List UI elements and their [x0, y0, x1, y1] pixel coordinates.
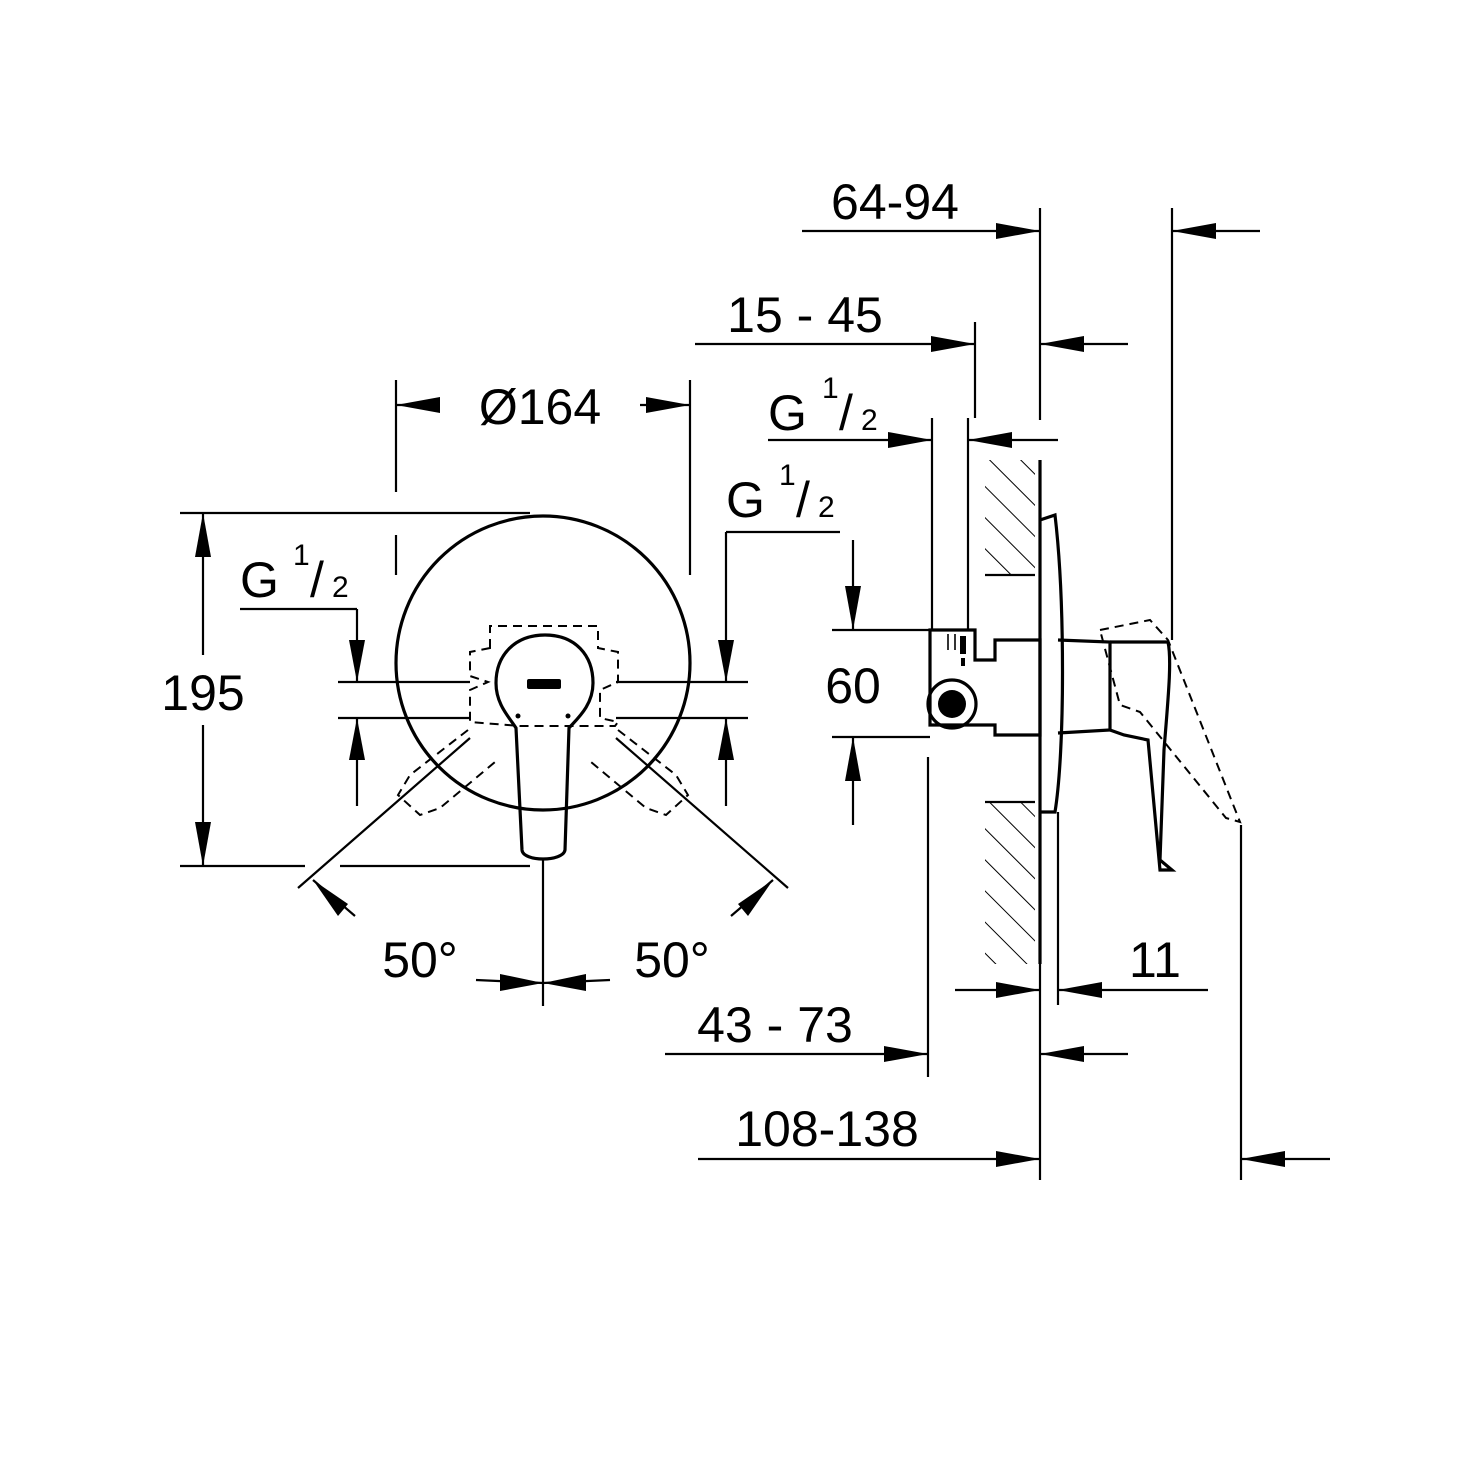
g-num: 1 — [293, 539, 310, 572]
thread-left: G 1 / 2 — [240, 539, 470, 806]
g-slash: / — [796, 472, 810, 528]
inlet-spacing-label: 60 — [825, 658, 881, 714]
g-num: 1 — [779, 459, 796, 492]
depth-15-45-label: 15 - 45 — [727, 287, 883, 343]
dim-60: 60 — [825, 540, 930, 825]
depth-64-94-label: 64-94 — [831, 174, 959, 230]
angle-left-label: 50° — [382, 932, 458, 988]
height-label: 195 — [161, 665, 244, 721]
cover-plate-side — [1039, 512, 1065, 814]
g-den: 2 — [332, 571, 349, 604]
g-slash: / — [839, 385, 853, 441]
g-letter: G — [240, 552, 279, 608]
dim-43-73: 43 - 73 — [665, 757, 1128, 1077]
thread-side: G 1 / 2 — [768, 372, 1058, 630]
dim-64-94: 64-94 — [802, 174, 1260, 640]
wall-lower — [985, 802, 1035, 964]
handle-base — [1057, 638, 1112, 735]
lever-dot-right — [565, 713, 571, 719]
lever-handle — [494, 633, 595, 861]
thread-right: G 1 / 2 — [616, 459, 840, 806]
lever-indicator — [527, 679, 561, 689]
dim-108-138: 108-138 — [698, 825, 1330, 1180]
handle-side-rotated — [1098, 618, 1242, 824]
dim-angles: 50° 50° — [297, 737, 789, 991]
depth-43-73-label: 43 - 73 — [697, 997, 853, 1053]
rotated-handle-right — [590, 729, 690, 817]
rotated-handle-left — [396, 729, 496, 817]
cover-plate — [394, 514, 692, 812]
g-num: 1 — [822, 372, 839, 405]
plate-11-label: 11 — [1129, 932, 1181, 988]
valve-outlet — [926, 678, 978, 730]
angle-right-label: 50° — [634, 932, 710, 988]
valve-body — [928, 628, 1042, 737]
diameter-label: Ø164 — [479, 379, 601, 435]
g-letter: G — [768, 385, 807, 441]
depth-108-138-label: 108-138 — [735, 1101, 919, 1157]
g-slash: / — [310, 552, 324, 608]
g-letter: G — [726, 472, 765, 528]
side-view — [926, 455, 1242, 964]
valve-outlet-inner — [938, 690, 966, 718]
front-view — [394, 514, 692, 1006]
dim-11: 11 — [955, 812, 1208, 1005]
handle-side — [1109, 640, 1177, 872]
g-den: 2 — [818, 491, 835, 524]
dim-diameter: Ø164 — [394, 379, 692, 575]
g-den: 2 — [861, 404, 878, 437]
wall-upper — [985, 460, 1035, 575]
dim-height: 195 — [161, 511, 530, 868]
hidden-valve-body — [469, 625, 620, 727]
lever-dot-left — [515, 713, 521, 719]
dim-15-45: 15 - 45 — [695, 287, 1128, 418]
